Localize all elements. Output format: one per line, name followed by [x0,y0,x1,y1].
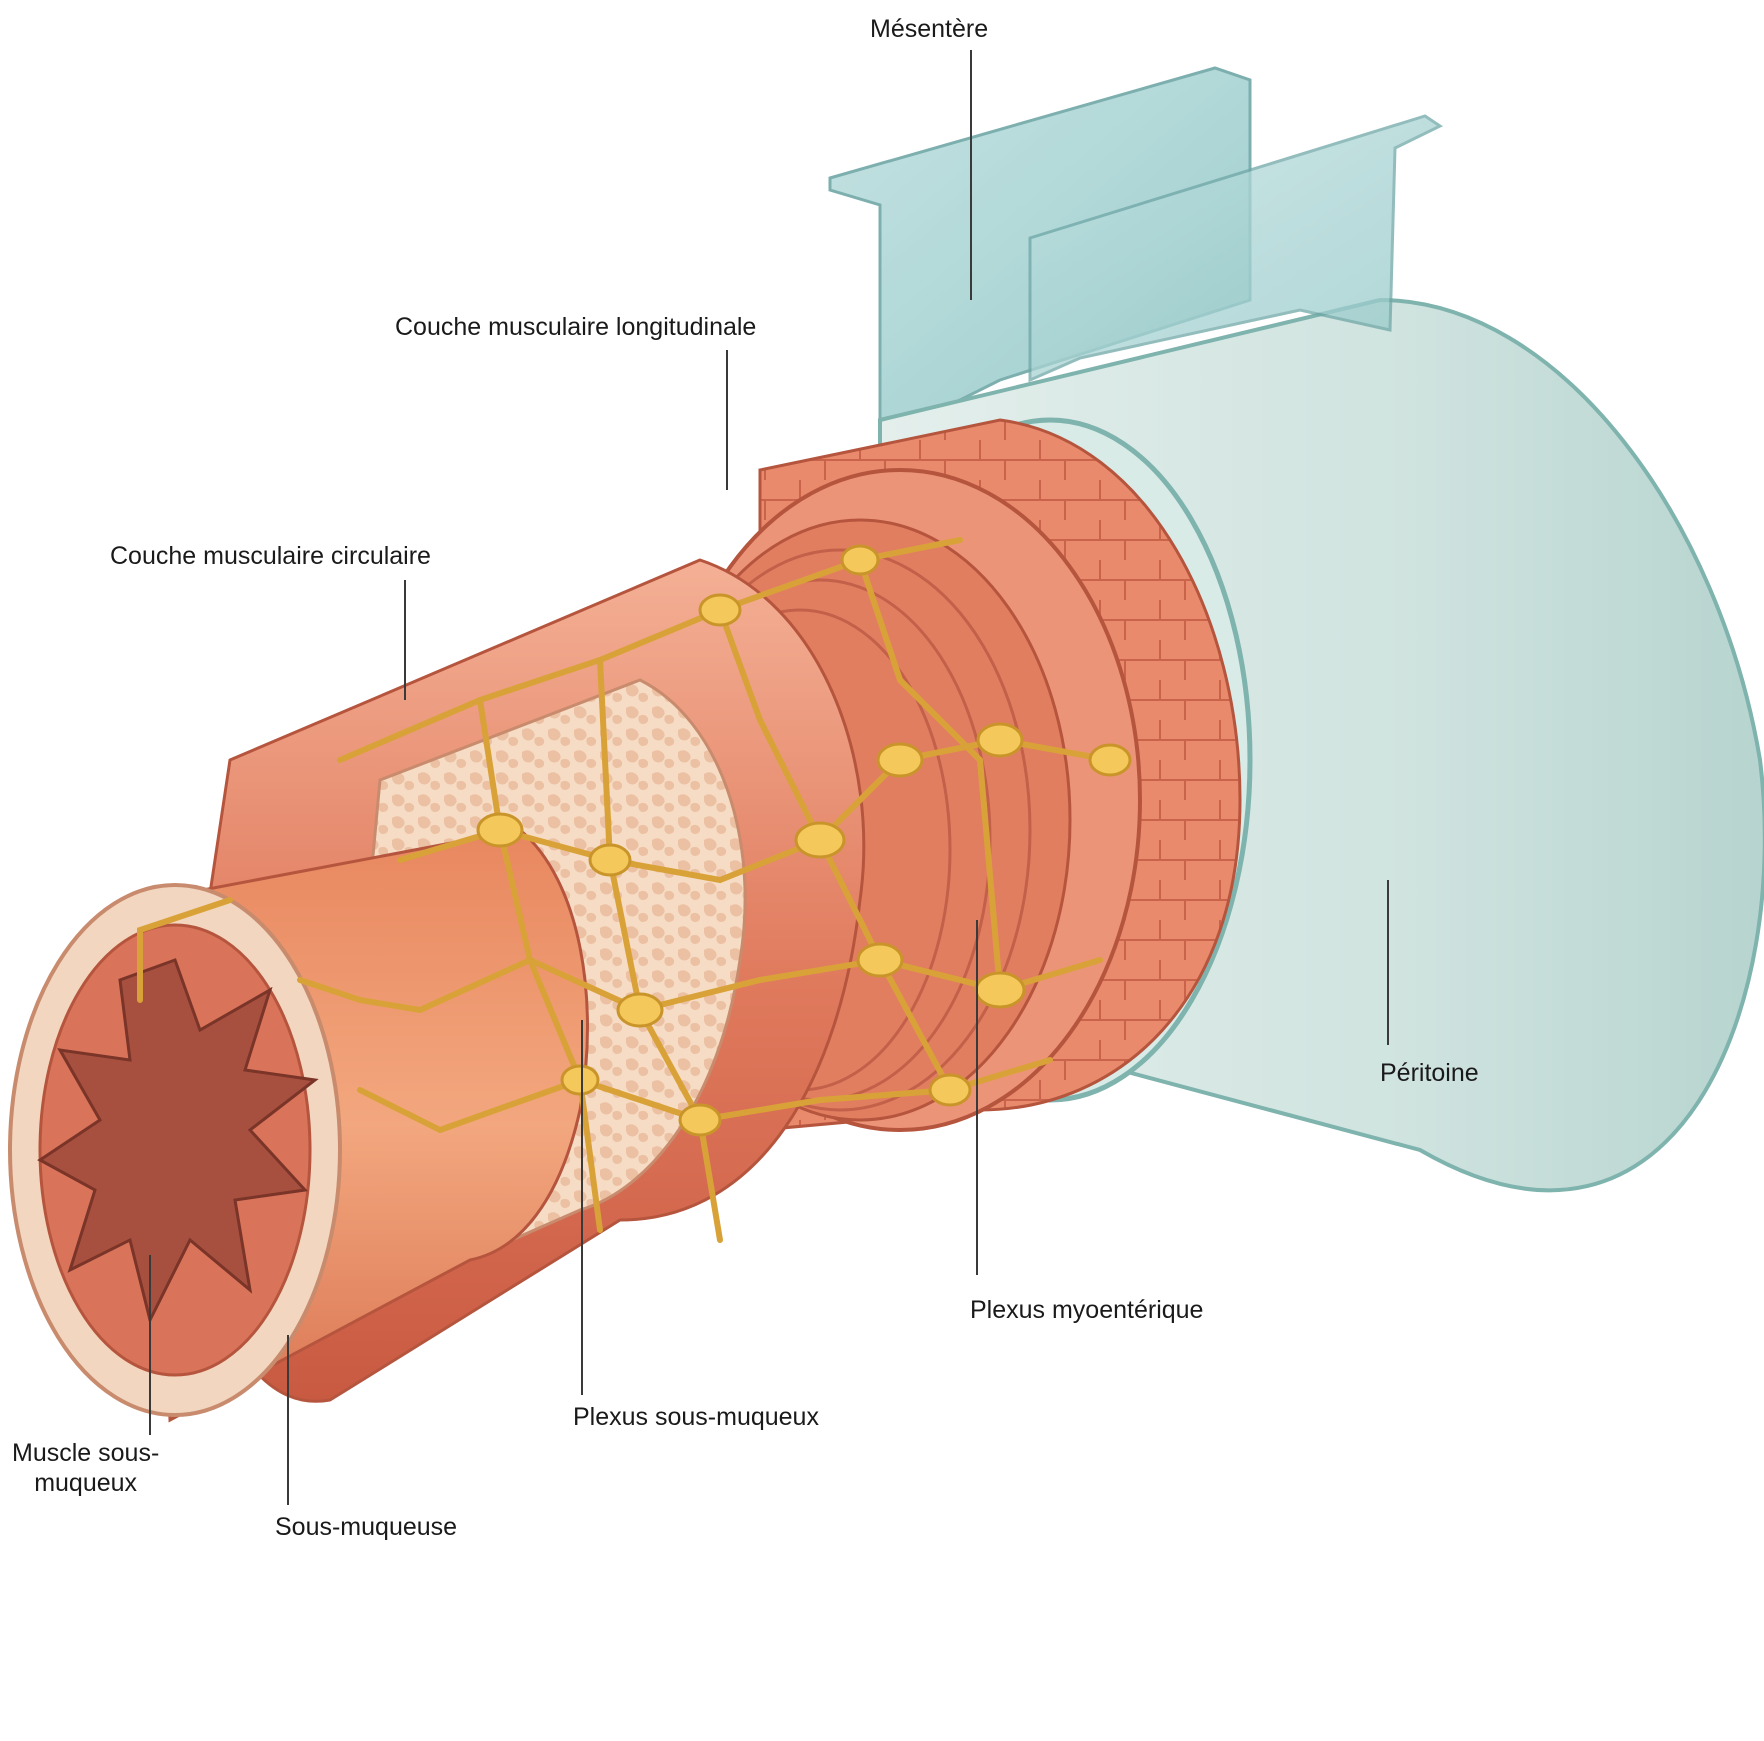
label-sous-muqueuse: Sous-muqueuse [275,1512,457,1542]
label-plexus-myoenterique: Plexus myoentérique [970,1295,1203,1325]
label-plexus-sous-muqueux: Plexus sous-muqueux [573,1402,819,1432]
label-mesentere: Mésentère [870,14,988,44]
label-couche-circulaire: Couche musculaire circulaire [110,541,431,571]
label-muscle-sous-muqueux: Muscle sous- muqueux [12,1438,159,1498]
label-peritoine: Péritoine [1380,1058,1479,1088]
label-couche-longitudinale: Couche musculaire longitudinale [395,312,756,342]
